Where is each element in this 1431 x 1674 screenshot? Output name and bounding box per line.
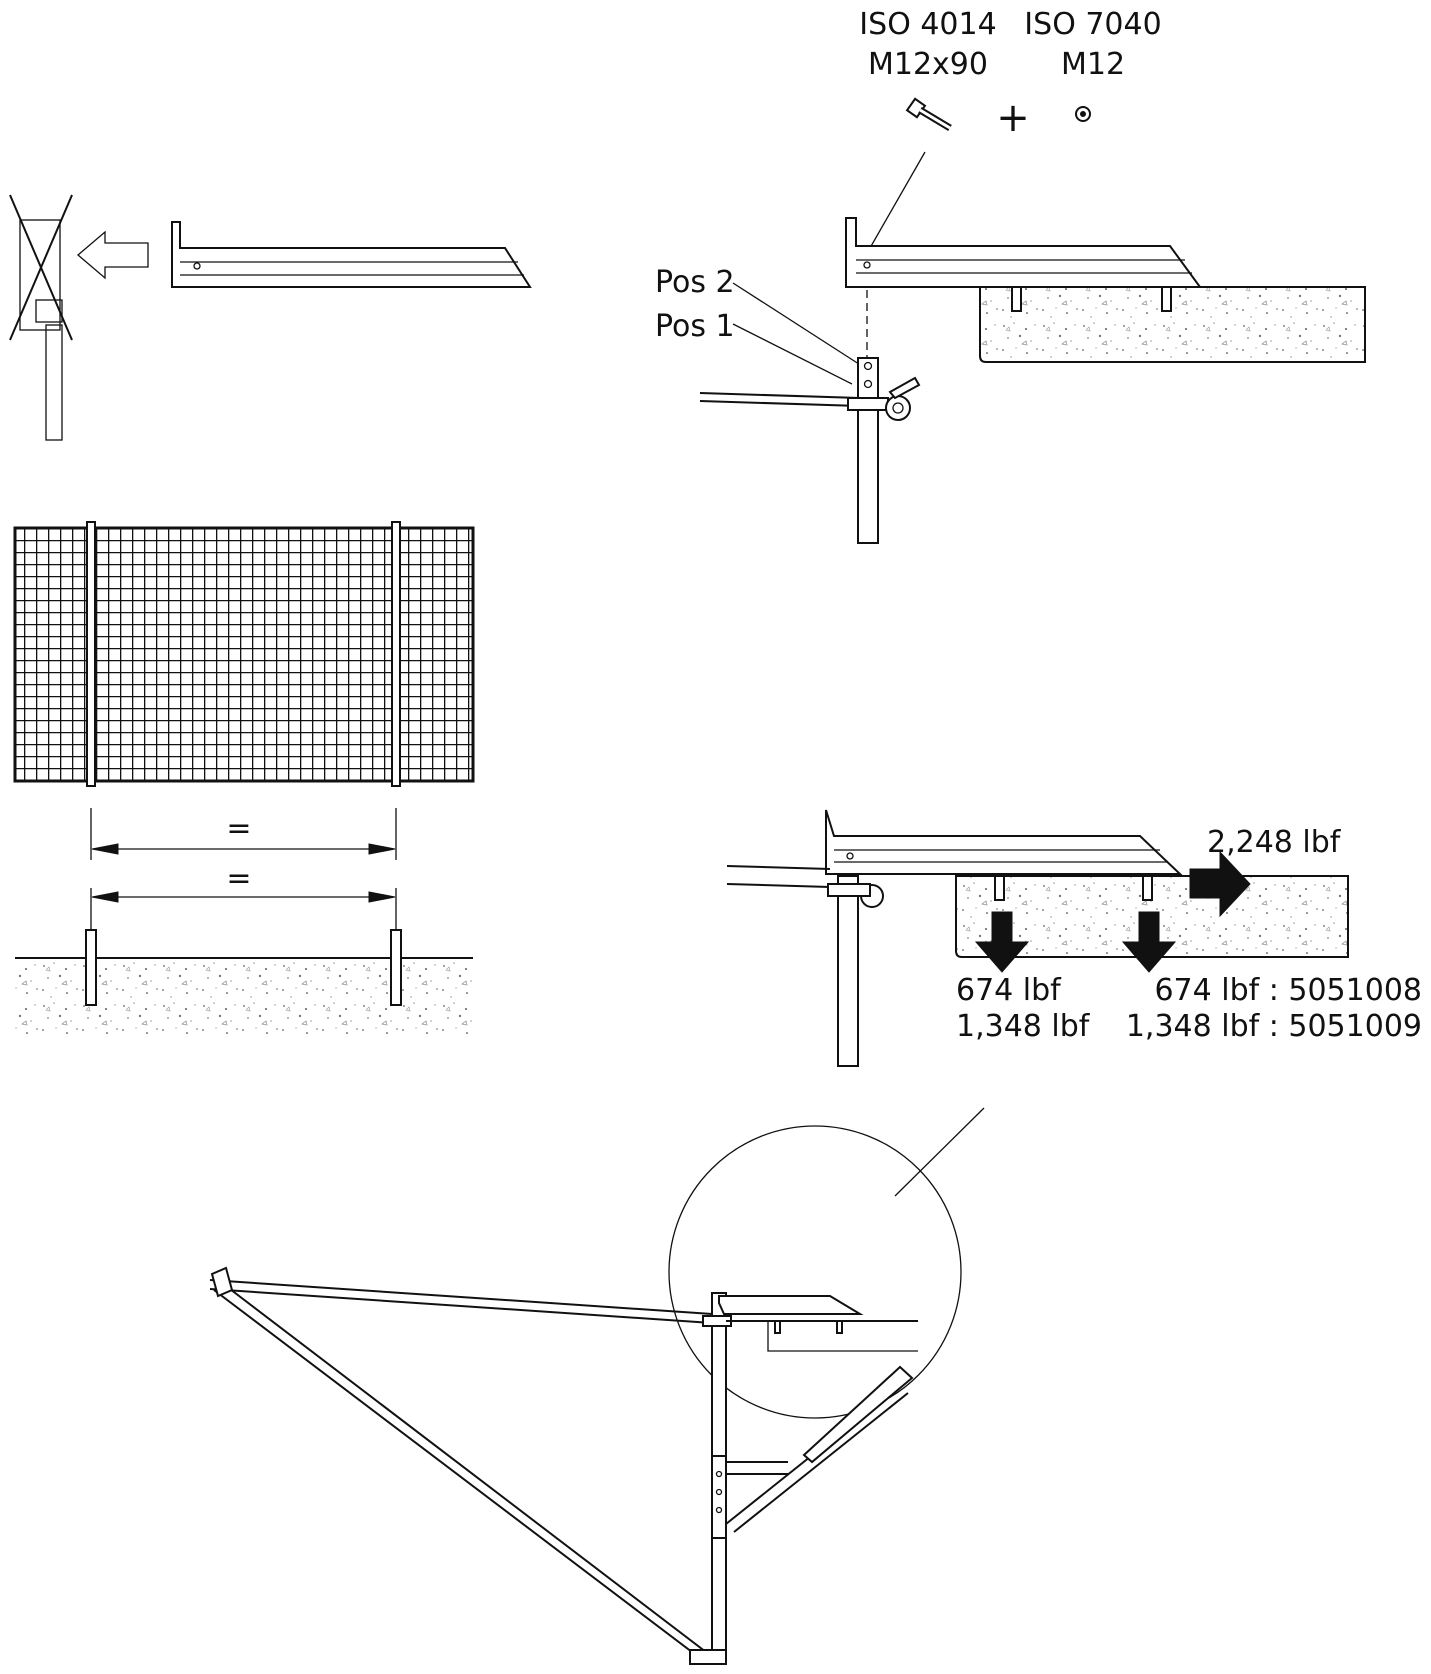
toe-board-profile — [171, 221, 532, 288]
load-diagram: 2,248 lbf 674 lbf 1,348 lbf 674 lbf : 50… — [726, 809, 1422, 1067]
insert-arrow-icon — [76, 230, 149, 280]
left-load-label-1: 674 lbf — [956, 973, 1062, 1008]
toe-board-profile-load — [825, 809, 1183, 875]
mesh-bracket-left — [86, 521, 96, 787]
left-load-label-2: 1,348 lbf — [956, 1009, 1091, 1044]
cross-out-line-2 — [9, 194, 73, 341]
anchor-pin — [1011, 286, 1022, 312]
mesh-panel-view — [13, 521, 475, 787]
pos2-leader — [732, 282, 863, 367]
scaffold-standard — [837, 875, 859, 1067]
cantilever-assembly — [209, 1107, 985, 1665]
bracket-tab — [35, 299, 63, 323]
diagonal-brace — [213, 1285, 707, 1653]
concrete-slab — [979, 286, 1366, 363]
upright-post-top — [19, 219, 61, 331]
ledger-tube — [726, 865, 831, 870]
pos2-label: Pos 2 — [655, 265, 735, 300]
anchor-pin — [1161, 286, 1172, 312]
pos1-label: Pos 1 — [655, 309, 735, 344]
mesh-bracket-right — [391, 521, 401, 787]
equal-spacing-dimension: = = — [15, 808, 473, 1036]
bolt-hole-icon — [193, 262, 201, 270]
right-load-label-1: 674 lbf : 5051008 — [1154, 973, 1422, 1008]
upright-post-bottom — [45, 324, 63, 441]
anchor-pin — [1142, 875, 1153, 901]
nut-standard-label: ISO 7040 — [1024, 7, 1161, 42]
pos1-hole — [863, 379, 873, 389]
horizontal-load-arrow — [1189, 850, 1251, 918]
toe-board-profile-mount — [845, 217, 1202, 288]
detail-circle — [668, 1125, 962, 1419]
pos2-hole — [863, 361, 873, 371]
bolt-icon — [905, 97, 952, 132]
leader-line — [865, 151, 926, 256]
plus-sign: + — [996, 95, 1030, 141]
anchor-pin — [994, 875, 1005, 901]
ledger-tube — [699, 392, 861, 399]
right-load-label-2: 1,348 lbf : 5051009 — [1126, 1009, 1422, 1044]
ground-surface — [15, 958, 473, 1036]
toe-board-profile-small — [718, 1295, 864, 1315]
anchor-post-left — [85, 929, 97, 1006]
scaffold-standard — [857, 357, 879, 544]
coupler-clamp-icon — [210, 1266, 234, 1298]
small-slab — [767, 1321, 918, 1352]
nut-size-label: M12 — [1061, 47, 1125, 82]
hardware-callout: ISO 4014 M12x90 ISO 7040 M12 + — [859, 7, 1162, 256]
vertical-load-arrow-right — [1121, 911, 1177, 973]
short-strut — [726, 1461, 788, 1475]
mesh-panel — [13, 526, 475, 783]
bolt-standard-label: ISO 4014 — [859, 7, 996, 42]
equal-label-top: = — [226, 811, 251, 846]
wrong-orientation-view — [9, 194, 532, 441]
vertical-load-arrow-left — [974, 911, 1030, 973]
pos1-leader — [732, 323, 853, 385]
equal-label-bottom: = — [226, 861, 251, 896]
nut-icon — [1075, 106, 1091, 122]
mounting-view: Pos 2 Pos 1 — [655, 217, 1366, 544]
top-ledger — [209, 1279, 713, 1324]
horizontal-load-label: 2,248 lbf — [1207, 825, 1342, 860]
coupler-clamp-icon — [885, 395, 911, 421]
detail-leader — [894, 1107, 985, 1197]
bolt-hole-icon — [846, 852, 854, 860]
bolt-size-label: M12x90 — [868, 47, 988, 82]
anchor-post-right — [390, 929, 402, 1006]
bolt-hole-icon — [863, 261, 871, 269]
